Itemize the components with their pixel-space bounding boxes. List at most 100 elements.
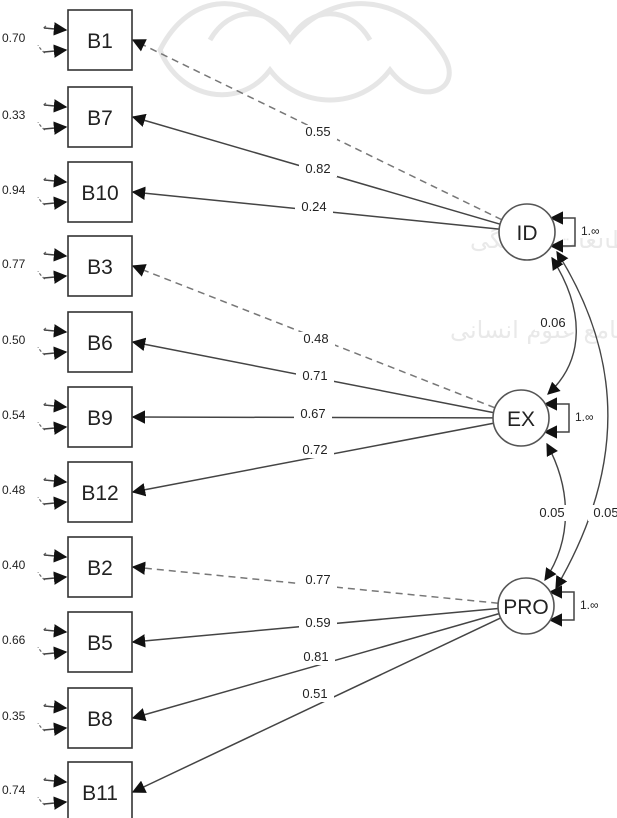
- observed-label: B6: [87, 332, 113, 355]
- loading-coefficient: 0.24: [295, 199, 333, 215]
- observed-label: B11: [82, 782, 118, 805]
- covariance-coefficient: 0.05: [588, 505, 617, 521]
- observed-label: B9: [87, 407, 113, 430]
- observed-label: B3: [87, 256, 113, 279]
- watermark: پژوهشگاه علوم انسانی و مطالعات فرهنگی پر…: [157, 1, 617, 344]
- error-arrow: [43, 44, 68, 58]
- loading-value: 0.82: [305, 161, 330, 176]
- observed-variable-b9: B9: [67, 386, 133, 448]
- loading-coefficient: 0.55: [299, 124, 337, 140]
- error-arrow: [43, 571, 68, 585]
- observed-variable-b10: B10: [67, 161, 133, 223]
- observed-variable-b5: B5: [67, 611, 133, 673]
- latent-label: EX: [507, 408, 535, 431]
- error-arrow: [43, 796, 68, 810]
- error-variance-label: 0.50: [2, 333, 26, 347]
- error-arrow: [43, 474, 68, 488]
- observed-variable-b7: B7: [67, 86, 133, 148]
- error-term: 0.77: [0, 248, 68, 284]
- watermark-emblem: [157, 1, 452, 103]
- observed-label: B7: [87, 107, 113, 130]
- error-variance-label: 0.48: [2, 483, 26, 497]
- loading-value: 0.59: [305, 615, 330, 630]
- variance-loop: [543, 397, 570, 439]
- variance-value: 1.∞: [573, 409, 607, 424]
- error-arrow: [43, 549, 68, 563]
- error-arrow: [43, 774, 68, 788]
- observed-variable-b12: B12: [67, 461, 133, 523]
- loading-path-pro-b8: [131, 612, 500, 722]
- observed-variable-b11: B11: [67, 761, 133, 818]
- observed-variable-b3: B3: [67, 235, 133, 297]
- error-term: 0.66: [0, 624, 68, 660]
- observed-label: B5: [87, 632, 113, 655]
- loading-coefficient: 0.71: [296, 368, 334, 384]
- error-arrow: [43, 22, 68, 36]
- observed-label: B2: [87, 557, 113, 580]
- loading-coefficient: 0.67: [294, 406, 332, 422]
- error-term: 0.54: [0, 399, 68, 435]
- observed-variable-b8: B8: [67, 687, 133, 749]
- variance-loop: [548, 585, 575, 627]
- covariance-coefficient: 0.06: [535, 315, 571, 331]
- error-variance-label: 0.70: [2, 31, 26, 45]
- variance-label: 1.∞: [580, 598, 599, 612]
- error-arrow: [43, 248, 68, 262]
- error-term: 0.33: [0, 99, 68, 135]
- error-term: 0.74: [0, 774, 68, 810]
- error-arrow: [43, 346, 68, 360]
- loading-coefficient: 0.77: [299, 572, 337, 588]
- covariance-value: 0.05: [593, 505, 617, 520]
- variance-loop: [549, 211, 576, 253]
- loading-value: 0.48: [303, 331, 328, 346]
- error-variance-label: 0.40: [2, 558, 26, 572]
- observed-variable-b2: B2: [67, 536, 133, 598]
- loading-coefficient: 0.81: [297, 649, 335, 665]
- error-arrow: [43, 496, 68, 510]
- loading-value: 0.51: [302, 686, 327, 701]
- error-variance-label: 0.77: [2, 257, 26, 271]
- variance-value: 1.∞: [579, 223, 613, 238]
- watermark-line-2: پرتال جامع علوم انسانی: [450, 316, 617, 344]
- latent-label: ID: [517, 222, 538, 245]
- error-arrow: [43, 121, 68, 135]
- covariance-value: 0.05: [539, 505, 564, 520]
- error-term: 0.35: [0, 700, 68, 736]
- latent-variable-id: ID: [498, 203, 556, 261]
- covariance-coefficient: 0.05: [534, 505, 570, 521]
- error-term: 0.70: [0, 22, 68, 58]
- error-arrow: [43, 270, 68, 284]
- error-term: 0.48: [0, 474, 68, 510]
- observed-label: B1: [87, 30, 113, 53]
- loading-value: 0.24: [301, 199, 326, 214]
- loading-coefficient: 0.51: [296, 686, 334, 702]
- error-variance-label: 0.54: [2, 408, 26, 422]
- error-variance-label: 0.94: [2, 183, 26, 197]
- loading-path-pro-b11: [131, 617, 502, 793]
- error-arrow: [43, 99, 68, 113]
- covariance-value: 0.06: [540, 315, 565, 330]
- error-variance-label: 0.33: [2, 108, 26, 122]
- loading-coefficient: 0.59: [299, 615, 337, 631]
- error-term: 0.94: [0, 174, 68, 210]
- error-variance-label: 0.35: [2, 709, 26, 723]
- variance-value: 1.∞: [578, 597, 612, 612]
- error-arrow: [43, 624, 68, 638]
- error-term: 0.50: [0, 324, 68, 360]
- error-term: 0.40: [0, 549, 68, 585]
- error-arrow: [43, 722, 68, 736]
- latent-variable-pro: PRO: [497, 577, 555, 635]
- observed-label: B8: [87, 708, 113, 731]
- variance-label: 1.∞: [575, 410, 594, 424]
- error-arrow: [43, 174, 68, 188]
- loading-value: 0.71: [302, 368, 327, 383]
- variance-label: 1.∞: [581, 224, 600, 238]
- error-arrow: [43, 421, 68, 435]
- observed-label: B12: [81, 482, 118, 505]
- observed-variable-b6: B6: [67, 311, 133, 373]
- observed-variable-b1: B1: [67, 9, 133, 71]
- loading-coefficient: 0.48: [297, 331, 335, 347]
- latent-variable-ex: EX: [492, 389, 550, 447]
- error-arrow: [43, 196, 68, 210]
- loading-value: 0.67: [300, 406, 325, 421]
